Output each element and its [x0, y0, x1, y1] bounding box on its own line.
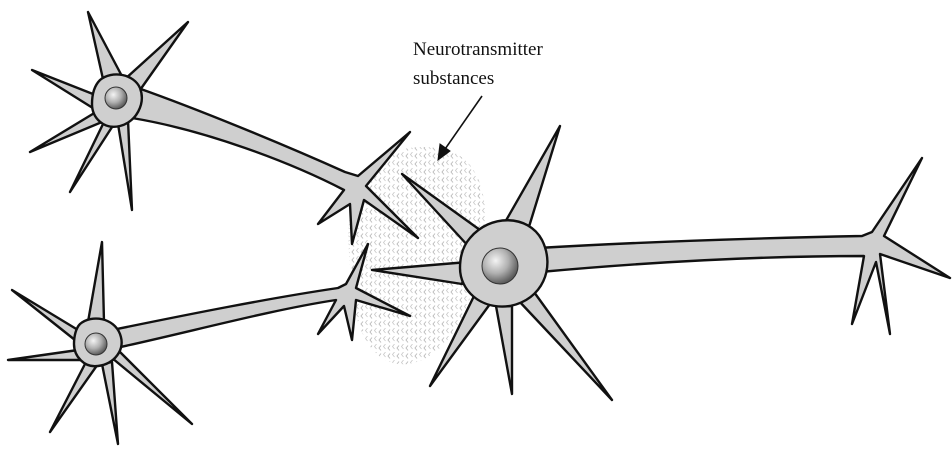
upper-left-nucleus [105, 87, 127, 109]
right-neuron-nucleus [482, 248, 518, 284]
lower-left-dendrite [112, 352, 192, 424]
lower-left-dendrite [12, 290, 80, 344]
upper-left-neuron [30, 12, 418, 244]
upper-left-dendrite [118, 120, 132, 210]
right-neuron-dendrite [504, 126, 560, 230]
lower-left-nucleus [85, 333, 107, 355]
lower-left-dendrite [88, 242, 104, 322]
upper-left-dendrite [32, 70, 98, 110]
annotation-line-1: Neurotransmitter [413, 39, 543, 60]
lower-left-dendrite [102, 362, 118, 444]
lower-left-dendrite [8, 350, 82, 360]
annotation-arrow-shaft [443, 96, 482, 152]
neurotransmitter-annotation: Neurotransmitter substances [413, 39, 543, 160]
right-neuron-dendrite [518, 292, 612, 400]
right-neuron-dendrite [496, 306, 512, 394]
annotation-line-2: substances [413, 68, 494, 89]
lower-left-neuron [8, 242, 410, 444]
right-neuron-axon [538, 158, 950, 334]
lower-left-dendrite [50, 362, 98, 432]
